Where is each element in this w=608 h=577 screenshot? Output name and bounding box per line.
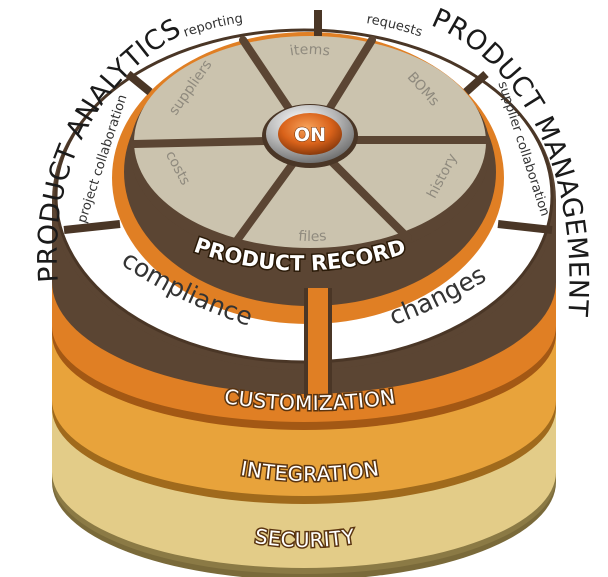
svg-text:SECURITY: SECURITY [253,524,356,552]
layer-security-label: SECURITY [252,522,358,553]
svg-text:items: items [289,42,331,60]
segment-items-label: items [289,42,331,60]
svg-text:files: files [298,228,327,245]
segment-files-label: files [298,228,327,245]
on-button-label: ON [294,124,326,146]
top-disc [52,10,556,400]
on-button[interactable]: ON [262,104,358,168]
